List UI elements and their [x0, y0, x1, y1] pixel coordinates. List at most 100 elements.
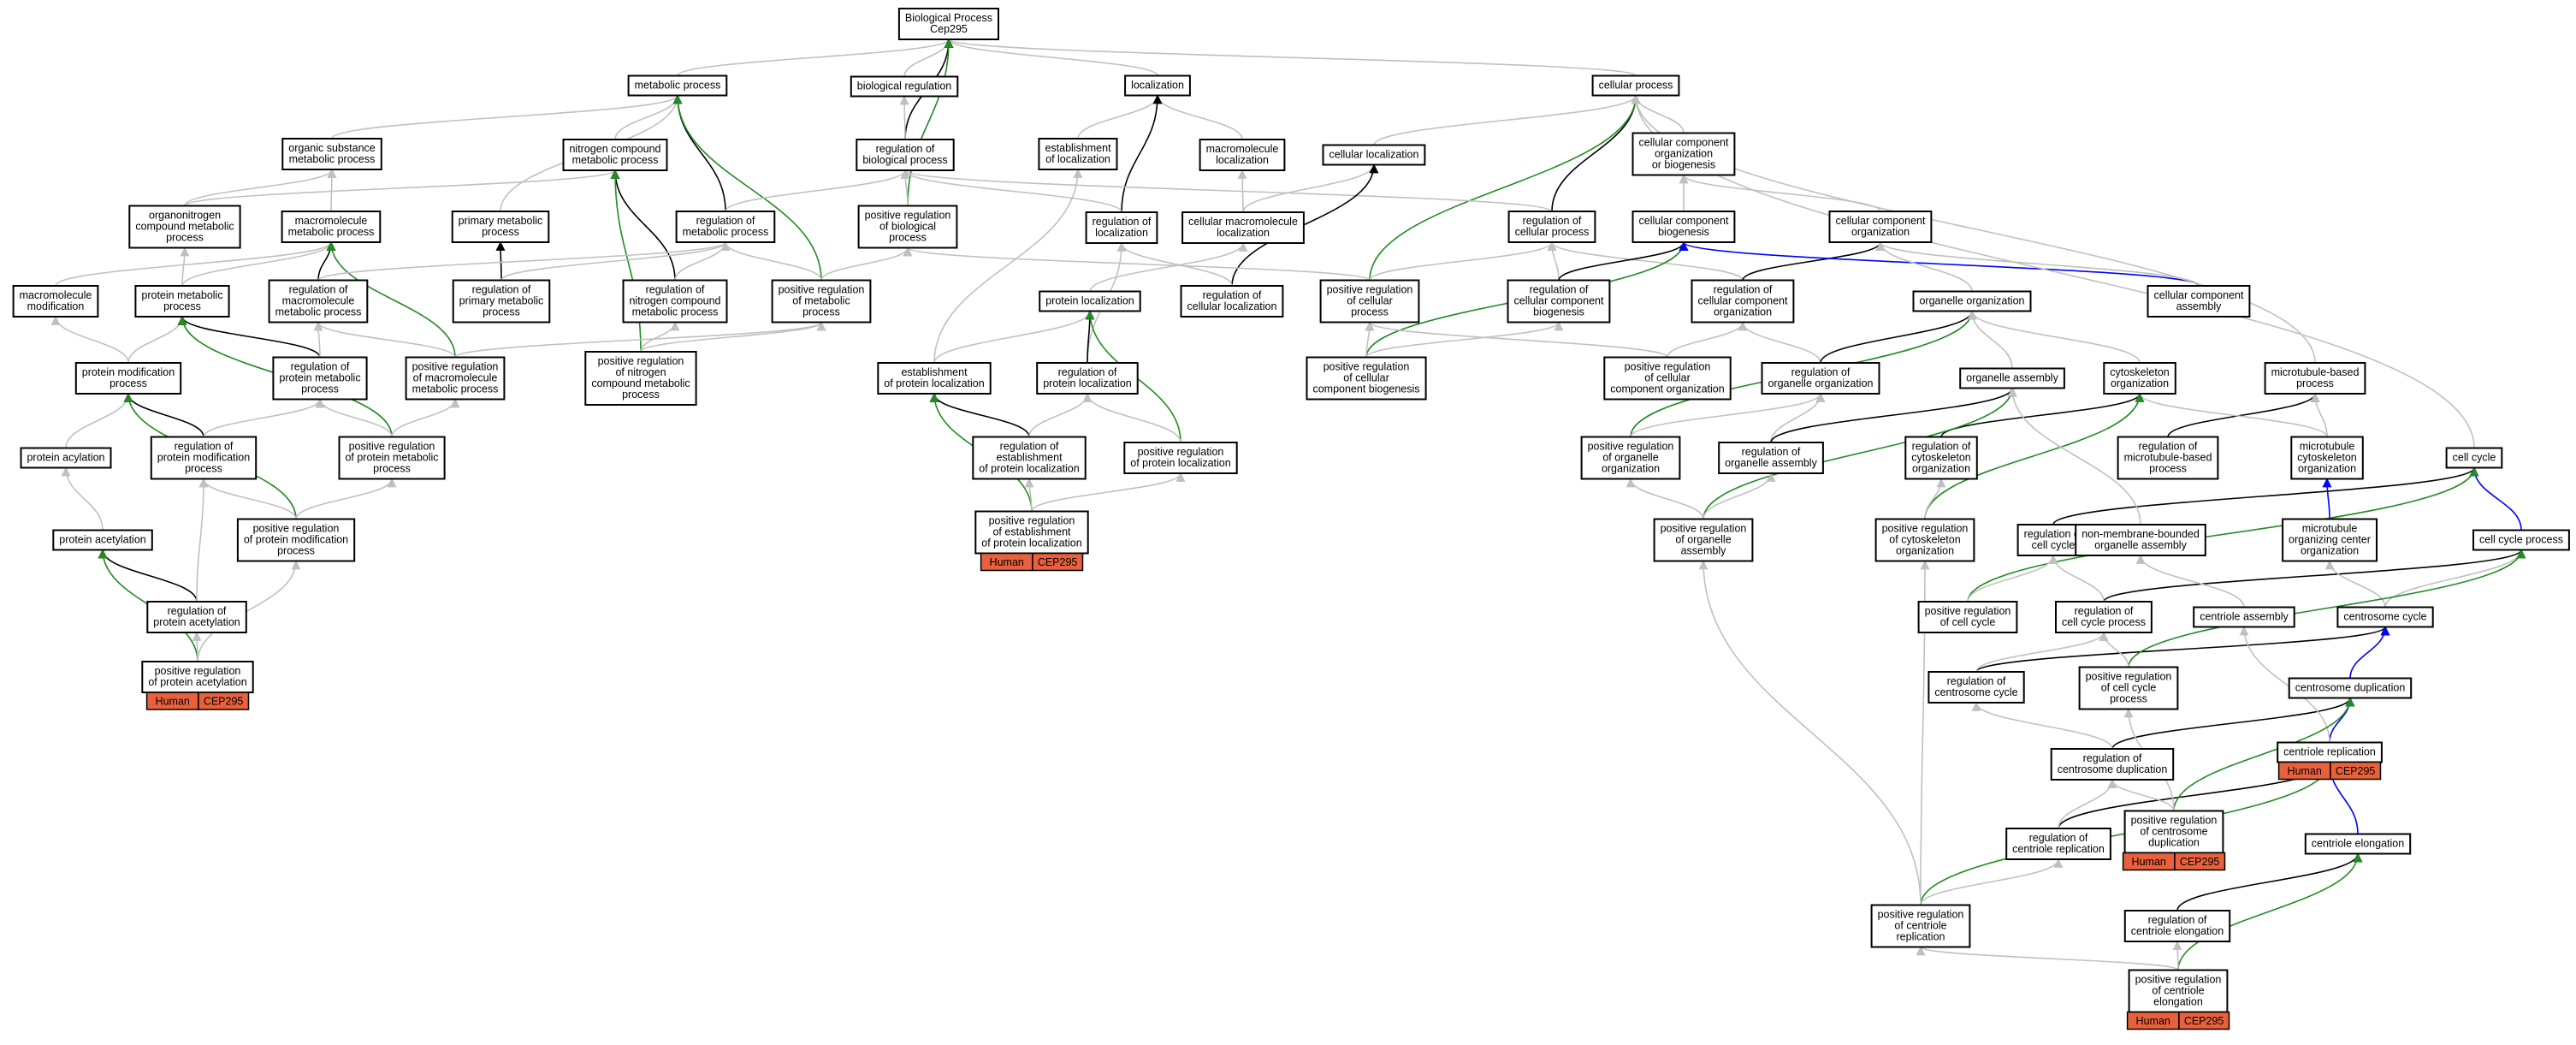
node-label-line: cellular localization [1187, 300, 1277, 312]
edge-is-a [203, 398, 325, 437]
node-orgassembly: organelle assembly [1959, 367, 2065, 389]
node-box [1306, 356, 1427, 401]
edge-regulates [1085, 310, 1095, 364]
node-box [2336, 606, 2434, 628]
node-label-line: cellular component [1514, 295, 1604, 307]
node-label-line: centriole replication [2012, 843, 2105, 855]
node-label-line: process [622, 389, 660, 401]
node-label-line: duplication [2148, 837, 2200, 849]
node-label-line: regulation of [2024, 528, 2083, 540]
node-label-line: regulation of [1742, 446, 1801, 458]
node-label-line: of organelle [1602, 452, 1658, 464]
node-box [1631, 211, 1736, 243]
node-box [2193, 606, 2295, 628]
node-label-line: biological regulation [857, 80, 952, 92]
node-label-line: process [482, 226, 519, 238]
node-box [2290, 436, 2364, 480]
node-cellcycleproc: cell cycle process [2472, 529, 2570, 551]
node-label-line: metabolic process [572, 154, 659, 166]
edge-is-a [1365, 321, 1564, 358]
node-box [268, 279, 369, 324]
node-box [281, 211, 382, 243]
node-label-line: process [185, 463, 222, 475]
node-label-line: establishment [1045, 142, 1111, 154]
edge-is-a [1077, 94, 1163, 140]
edge-is-a [1242, 163, 1379, 213]
edge-regulates [1742, 240, 1886, 281]
node-label-line: regulation of [472, 284, 531, 296]
edge-positively-regulates [2128, 549, 2526, 668]
edge-is-a [1703, 472, 1776, 520]
edge-positively-regulates [610, 169, 642, 353]
node-label-line: process [110, 377, 147, 389]
node-box [1039, 290, 1141, 312]
edge-regulates [2176, 852, 2363, 911]
edge-is-a [944, 38, 1158, 76]
node-box [452, 279, 551, 324]
node-label-line: organization [2298, 463, 2356, 475]
node-box [1319, 279, 1420, 324]
node-box [1631, 132, 1736, 176]
edge-is-a [903, 246, 1371, 282]
node-label-line: protein modification [82, 366, 175, 378]
node-label-line: cellular component [1698, 295, 1788, 307]
node-label-line: regulation of [291, 361, 350, 373]
node-label-line: process [163, 300, 201, 312]
node-label-line: protein acylation [27, 452, 104, 464]
node-label-line: of macromolecule [413, 372, 498, 384]
node-label-line: positive regulation [865, 210, 951, 222]
edge-is-a [65, 392, 133, 448]
edge-is-a [1924, 478, 1946, 520]
node-label-line: establishment [901, 366, 968, 378]
node-label-line: biological process [862, 154, 947, 166]
node-label-line: localization [1131, 80, 1184, 92]
node-label-line: protein localization [1045, 295, 1134, 307]
node-label-line: Biological Process [905, 12, 992, 24]
edge-is-a [313, 321, 323, 358]
edge-regulates [610, 169, 676, 281]
node-label-line: centriole assembly [2200, 611, 2289, 623]
node-box [134, 285, 230, 318]
node-label-line: process [166, 232, 204, 244]
node-label-line: assembly [1681, 545, 1727, 557]
node-box [1507, 211, 1596, 243]
node-label-line: nitrogen compound [569, 143, 660, 155]
node-box [52, 529, 153, 551]
edge-is-a [295, 478, 397, 520]
annotation-gene: CEP295 [2336, 765, 2376, 777]
node-box [1928, 671, 2025, 704]
node-label-line: positive regulation [1138, 446, 1224, 458]
annotation-gene: CEP295 [1038, 556, 1078, 568]
edge-is-a [1369, 240, 1557, 281]
node-label-line: microtubule [2302, 523, 2358, 535]
node-box [74, 362, 182, 395]
node-label-line: positive regulation [1625, 361, 1711, 373]
node-box [1591, 74, 1680, 97]
node-label-line: of cell cycle [1940, 616, 1996, 628]
edge-regulates [2111, 697, 2355, 750]
node-box [1718, 442, 1824, 474]
node-label-line: organizing center [2289, 534, 2371, 546]
node-box [1036, 362, 1139, 395]
node-label-line: replication [1897, 931, 1945, 943]
node-label-line: regulation of [175, 441, 234, 453]
